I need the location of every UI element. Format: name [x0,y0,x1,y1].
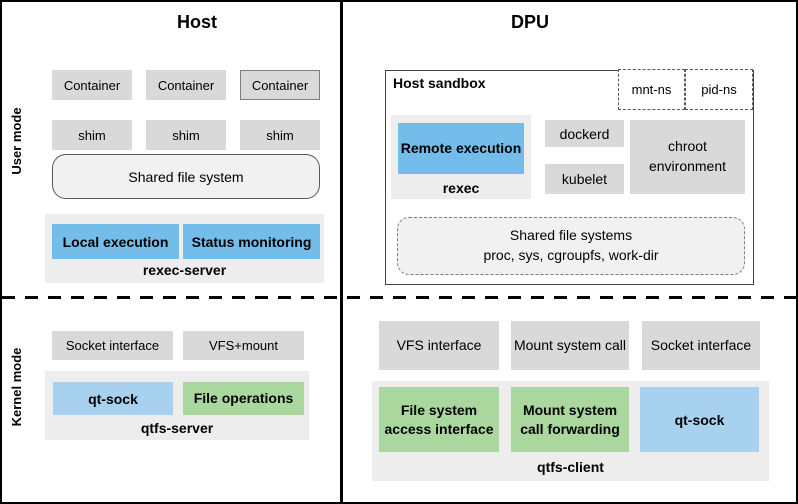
dpu-vfs-interface-box: VFS interface [379,321,499,370]
status-monitoring-box: Status monitoring [183,224,320,259]
dpu-socket-interface-box: Socket interface [642,321,760,370]
chroot-environment-box: chroot environment [630,120,745,194]
rexec-server-label: rexec-server [142,262,227,278]
container-box-2: Container [146,70,226,100]
shim-box-2: shim [146,120,226,150]
host-dpu-divider-line [340,2,343,502]
host-qt-sock-box: qt-sock [53,382,173,415]
shim-box-1: shim [52,120,132,150]
shim-box-3: shim [240,120,320,150]
remote-execution-box: Remote execution [398,123,524,174]
file-system-access-interface-box: File system access interface [379,387,499,452]
mode-separator-dashed-line [2,296,796,299]
kernel-mode-label: Kernel mode [9,347,24,427]
mnt-ns-box: mnt-ns [618,69,685,110]
host-panel-title: Host [177,12,217,32]
host-socket-interface-box: Socket interface [52,331,173,360]
container-box-3: Container [240,70,320,100]
dpu-panel-title: DPU [510,12,549,32]
dpu-shared-file-systems-box: Shared file systems proc, sys, cgroupfs,… [397,217,745,275]
kubelet-box: kubelet [545,164,624,194]
container-box-1: Container [52,70,132,100]
dockerd-box: dockerd [545,120,624,147]
host-sandbox-label: Host sandbox [393,75,486,91]
dpu-shared-file-systems-line2: proc, sys, cgroupfs, work-dir [483,247,659,263]
pid-ns-box: pid-ns [685,69,753,110]
user-mode-label: User mode [9,107,24,175]
local-execution-box: Local execution [52,224,179,259]
host-shared-file-system-box: Shared file system [52,154,320,199]
qtfs-server-label: qtfs-server [140,420,214,436]
dpu-shared-file-systems-line1: Shared file systems [509,227,633,244]
qtfs-client-label: qtfs-client [537,459,604,475]
host-vfs-mount-box: VFS+mount [183,331,304,360]
file-operations-box: File operations [183,382,304,415]
dpu-qt-sock-box: qt-sock [640,387,759,452]
mount-system-call-forwarding-box: Mount system call forwarding [511,387,629,452]
rexec-label: rexec [442,180,480,196]
dpu-mount-system-call-box: Mount system call [511,321,629,370]
